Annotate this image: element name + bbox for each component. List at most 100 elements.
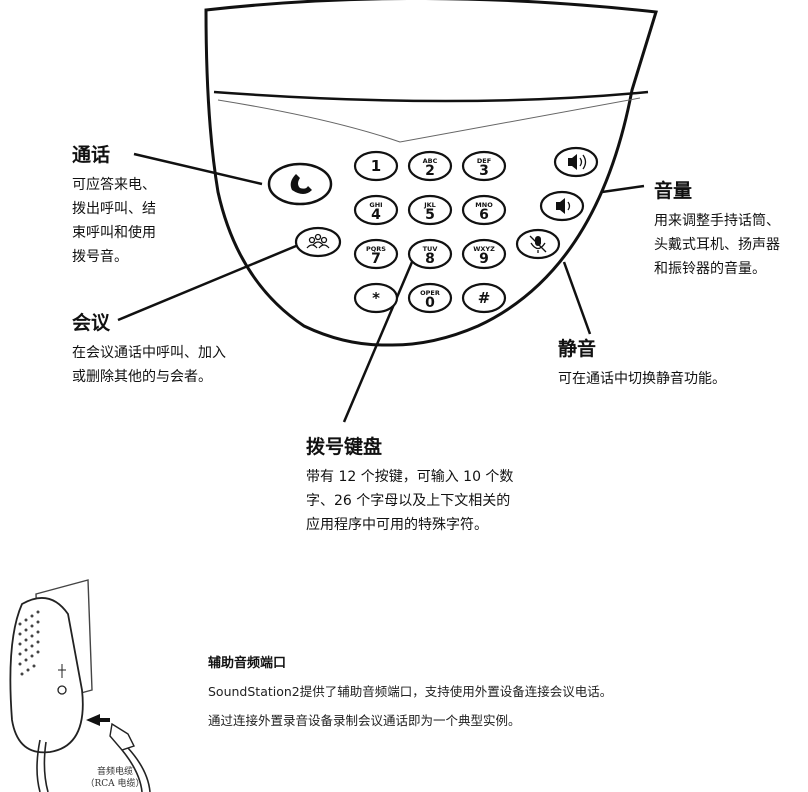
dialpad-callout: 拨号键盘 带有 12 个按键，可输入 10 个数 字、26 个字母以及上下文相关…	[306, 432, 513, 537]
key-outline	[461, 282, 507, 314]
key-outline	[461, 194, 507, 226]
call-desc-line: 拨号音。	[72, 249, 128, 265]
key-letters: TUV	[423, 245, 438, 253]
key-letters: WXYZ	[473, 245, 495, 253]
conference-leader	[117, 244, 297, 322]
aux-device-illustration	[9, 579, 151, 792]
aux-port	[57, 685, 67, 695]
mute-callout: 静音 可在通话中切换静音功能。	[558, 334, 726, 391]
aux-title: 辅助音频端口	[208, 656, 287, 671]
speaker-loud-icon	[568, 154, 587, 170]
volume-desc-line: 用来调整手持话筒、	[654, 213, 780, 229]
key-outline	[407, 282, 453, 314]
volume-title: 音量	[654, 180, 693, 202]
key-letters: DEF	[477, 157, 491, 165]
aux-section: 辅助音频端口 SoundStation2提供了辅助音频端口，支持使用外置设备连接…	[208, 652, 612, 729]
handset-icon	[290, 174, 312, 194]
key-outline	[353, 282, 399, 314]
cable-label: 音频电缆 （RCA 电缆）	[70, 766, 160, 790]
key-star[interactable]: *	[353, 282, 399, 314]
key-outline	[353, 150, 399, 182]
key-digit: 5	[425, 207, 435, 223]
dialpad-desc-line: 应用程序中可用的特殊字符。	[306, 517, 488, 533]
key-hash[interactable]: #	[461, 282, 507, 314]
key-digit: 8	[425, 251, 435, 267]
conference-desc-line: 或删除其他的与会者。	[72, 369, 212, 385]
key-digit: 4	[371, 207, 381, 223]
volume-up-button[interactable]	[553, 146, 599, 178]
key-letters: JKL	[423, 201, 436, 209]
key-digit: 6	[479, 207, 489, 223]
call-callout: 通话 可应答来电、 拨出呼叫、结 束呼叫和使用 拨号音。	[72, 140, 156, 269]
speaker-grille	[18, 610, 40, 676]
dialpad-title: 拨号键盘	[306, 436, 383, 458]
call-desc-line: 拨出呼叫、结	[72, 201, 156, 217]
aux-device-body	[9, 597, 84, 754]
key-1[interactable]: 1	[353, 150, 399, 182]
call-desc-line: 可应答来电、	[72, 177, 156, 193]
conference-title: 会议	[72, 312, 111, 334]
aux-desc-line-2: 通过连接外置录音设备录制会议通话即为一个典型实例。	[208, 713, 521, 728]
call-leader	[133, 152, 263, 186]
plug-arrow-icon	[86, 714, 110, 726]
key-letters: ABC	[423, 157, 438, 165]
key-digit: 1	[371, 157, 381, 175]
dialpad-desc-line: 字、26 个字母以及上下文相关的	[306, 493, 511, 509]
cable-label-line-2: （RCA 电缆）	[85, 779, 145, 789]
mute-button[interactable]	[515, 228, 561, 260]
phone-display-line	[213, 90, 649, 103]
rca-plug	[109, 722, 135, 751]
mute-desc-line: 可在通话中切换静音功能。	[558, 371, 726, 387]
cable-label-line-1: 音频电缆	[96, 767, 133, 777]
volume-desc-line: 和振铃器的音量。	[654, 261, 766, 277]
key-outline	[461, 150, 507, 182]
speaker-soft-icon	[556, 198, 571, 214]
key-digit: 7	[371, 251, 381, 267]
key-digit: #	[478, 289, 491, 307]
cable-wire	[127, 747, 151, 792]
conference-callout: 会议 在会议通话中呼叫、加入 或删除其他的与会者。	[72, 308, 226, 389]
mic-muted-icon	[529, 235, 547, 253]
key-digit: 2	[425, 163, 435, 179]
key-digit: 9	[479, 251, 489, 267]
key-outline	[407, 238, 453, 270]
volume-desc-line: 头戴式耳机、扬声器	[654, 237, 780, 253]
volume-callout: 音量 用来调整手持话筒、 头戴式耳机、扬声器 和振铃器的音量。	[654, 176, 780, 281]
conference-desc-line: 在会议通话中呼叫、加入	[72, 345, 226, 361]
conference-button[interactable]	[294, 226, 342, 258]
call-desc-line: 束呼叫和使用	[72, 225, 156, 241]
key-digit: 3	[479, 163, 489, 179]
mute-leader	[562, 261, 592, 335]
aux-desc-line-1: SoundStation2提供了辅助音频端口，支持使用外置设备连接会议电话。	[208, 684, 613, 699]
key-letters: GHI	[369, 201, 382, 209]
key-outline	[353, 238, 399, 270]
dialpad-leader	[342, 261, 414, 423]
key-outline	[461, 238, 507, 270]
call-title: 通话	[72, 144, 111, 166]
call-button[interactable]	[267, 162, 333, 206]
key-letters: MNO	[475, 201, 493, 209]
key-letters: PQRS	[366, 245, 386, 253]
key-outline	[407, 150, 453, 182]
dialpad-desc-line: 带有 12 个按键，可输入 10 个数	[306, 469, 514, 485]
key-digit: *	[372, 289, 380, 307]
volume-down-button[interactable]	[539, 190, 585, 222]
key-digit: 0	[425, 295, 435, 311]
conference-people-icon	[306, 233, 330, 249]
volume-leader	[601, 184, 645, 194]
key-outline	[407, 194, 453, 226]
key-letters: OPER	[420, 289, 440, 297]
key-outline	[353, 194, 399, 226]
mute-title: 静音	[558, 338, 597, 360]
